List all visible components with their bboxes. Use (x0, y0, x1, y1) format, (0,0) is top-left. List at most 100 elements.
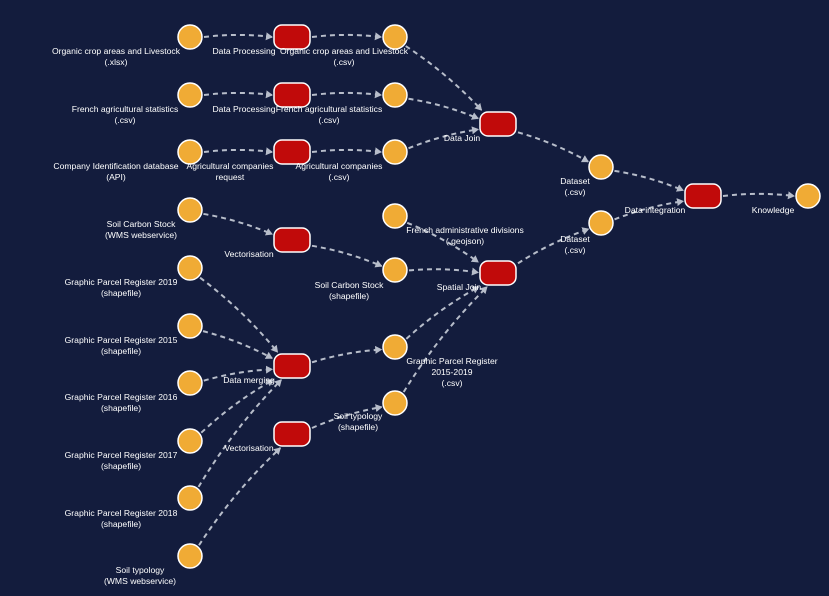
node-label-n_org_src: Organic crop areas and Livestock(.xlsx) (52, 46, 181, 67)
process-node-p_merge (273, 353, 311, 379)
node-label-line: Data Processing (212, 104, 275, 114)
data-node-n_gpr2017 (177, 428, 203, 454)
node-label-n_soilt_shp: Soil typology(shapefile) (334, 411, 383, 432)
node-label-line: Data Join (444, 133, 481, 143)
data-node-n_soilc_shp (382, 257, 408, 283)
node-label-n_org_csv: Organic crop areas and Livestock(.csv) (280, 46, 409, 67)
node-label-line: Organic crop areas and Livestock (280, 46, 409, 56)
node-label-line: Soil Carbon Stock (107, 219, 176, 229)
edge-p_dp2-to-n_fr_csv (311, 90, 382, 99)
edge-p_dp1-to-n_org_csv (311, 32, 382, 41)
edge-n_org_src-to-p_dp1 (203, 32, 273, 41)
data-node-n_fr_csv (382, 82, 408, 108)
node-label-line: (shapefile) (101, 403, 141, 413)
node-label-n_soilc_src: Soil Carbon Stock(WMS webservice) (105, 219, 177, 240)
node-label-line: (.csv) (441, 378, 462, 388)
node-label-line: Vectorisation (224, 249, 273, 259)
node-label-line: Graphic Parcel Register 2017 (65, 450, 178, 460)
node-label-n_ds1: Dataset(.csv) (560, 176, 590, 197)
node-label-line: Company Identification database (53, 161, 178, 171)
edge-n_org_csv-to-p_join (405, 45, 483, 111)
node-label-n_comp_src: Company Identification database(API) (53, 161, 178, 182)
node-label-line: (.csv) (564, 245, 585, 255)
edge-n_gpr2018-to-p_merge (197, 379, 282, 488)
node-label-line: (.csv) (318, 115, 339, 125)
node-label-line: (WMS webservice) (104, 576, 176, 586)
node-label-line: French agricultural statistics (276, 104, 383, 114)
node-label-n_gpr2016: Graphic Parcel Register 2016(shapefile) (65, 392, 178, 413)
node-label-line: (.csv) (328, 172, 349, 182)
node-label-p_dp1: Data Processing (212, 46, 275, 56)
data-node-n_gpr_csv (382, 334, 408, 360)
node-label-line: Graphic Parcel Register (406, 356, 497, 366)
node-label-n_comp_csv: Agricultural companies(.csv) (296, 161, 383, 182)
node-label-line: Soil typology (334, 411, 383, 421)
data-node-n_org_csv (382, 24, 408, 50)
node-label-line: Knowledge (752, 205, 795, 215)
node-label-line: Data Processing (212, 46, 275, 56)
data-node-n_ds1 (588, 154, 614, 180)
node-label-line: (.csv) (564, 187, 585, 197)
edge-n_soilc_shp-to-p_spatial (408, 267, 479, 276)
edge-p_vec2-to-n_soilt_shp (311, 404, 383, 429)
node-label-line: request (216, 172, 245, 182)
edge-n_gpr2019-to-p_merge (199, 276, 279, 353)
node-label-p_join: Data Join (444, 133, 481, 143)
edges-layer (197, 32, 795, 546)
node-label-p_spatial: Spatial Join (437, 282, 482, 292)
node-label-line: Graphic Parcel Register 2019 (65, 277, 178, 287)
data-node-n_comp_csv (382, 139, 408, 165)
node-label-n_know: Knowledge (752, 205, 795, 215)
node-label-line: (shapefile) (101, 461, 141, 471)
edge-p_vec1-to-n_soilc_shp (311, 244, 383, 268)
node-label-n_fr_csv: French agricultural statistics(.csv) (276, 104, 383, 125)
data-node-n_admin (382, 203, 408, 229)
node-label-line: French administrative divisions (406, 225, 524, 235)
edge-n_gpr2017-to-p_merge (200, 379, 274, 434)
process-node-p_dp2 (273, 82, 311, 108)
process-node-p_vec1 (273, 227, 311, 253)
edge-p_req-to-n_comp_csv (311, 147, 382, 156)
node-label-line: (shapefile) (101, 519, 141, 529)
edge-n_gpr_csv-to-p_spatial (405, 286, 480, 340)
node-label-p_vec1: Vectorisation (224, 249, 273, 259)
edge-n_admin-to-p_spatial (406, 221, 479, 263)
process-node-p_req (273, 139, 311, 165)
edge-p_spatial-to-n_ds2 (517, 227, 590, 265)
node-label-p_dp2: Data Processing (212, 104, 275, 114)
node-label-line: Spatial Join (437, 282, 482, 292)
node-label-p_integ: Data integration (625, 205, 686, 215)
data-node-n_gpr2018 (177, 485, 203, 511)
edge-n_ds2-to-p_integ (614, 198, 684, 221)
node-label-line: Graphic Parcel Register 2016 (65, 392, 178, 402)
edge-n_soilt_shp-to-p_spatial (402, 286, 488, 393)
node-label-line: (shapefile) (338, 422, 378, 432)
node-label-n_gpr2017: Graphic Parcel Register 2017(shapefile) (65, 450, 178, 471)
node-label-line: (shapefile) (101, 288, 141, 298)
node-label-line: (shapefile) (329, 291, 369, 301)
process-node-p_join (479, 111, 517, 137)
node-label-line: (shapefile) (101, 346, 141, 356)
edge-p_integ-to-n_know (722, 191, 795, 200)
node-label-n_soilt_src: Soil typology(WMS webservice) (104, 565, 176, 586)
node-label-line: Agricultural companies (296, 161, 383, 171)
node-label-line: French agricultural statistics (72, 104, 179, 114)
process-node-p_integ (684, 183, 722, 209)
node-label-n_fr_src: French agricultural statistics(.csv) (72, 104, 179, 125)
node-label-line: Soil typology (116, 565, 165, 575)
labels-layer: Organic crop areas and Livestock(.xlsx) F… (52, 46, 794, 586)
edge-n_fr_src-to-p_dp2 (203, 90, 273, 99)
data-node-n_comp_src (177, 139, 203, 165)
data-node-n_gpr2019 (177, 255, 203, 281)
data-node-n_org_src (177, 24, 203, 50)
data-node-n_soilt_shp (382, 390, 408, 416)
node-label-p_vec2: Vectorisation (224, 443, 273, 453)
data-node-n_gpr2016 (177, 370, 203, 396)
node-label-line: Organic crop areas and Livestock (52, 46, 181, 56)
node-label-n_admin: French administrative divisions(.geojson… (406, 225, 524, 246)
node-label-line: (WMS webservice) (105, 230, 177, 240)
node-label-line: (.geojson) (446, 236, 484, 246)
data-node-n_soilt_src (177, 543, 203, 569)
